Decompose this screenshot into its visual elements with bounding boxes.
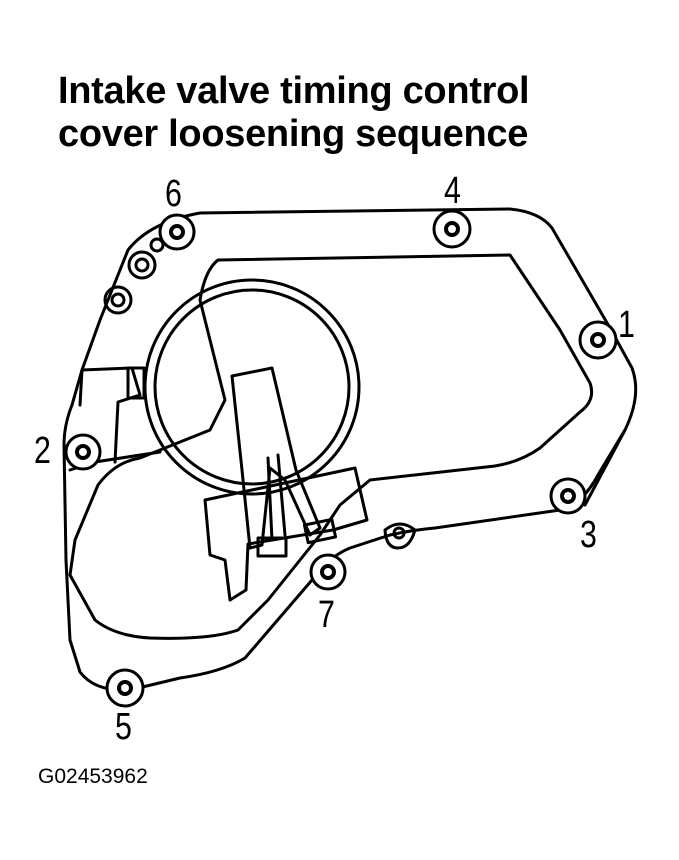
bolt-hole-3 (560, 488, 576, 504)
boss-a-hole (134, 257, 150, 273)
bolt-hole-7 (320, 564, 336, 580)
callout-4: 4 (444, 170, 461, 212)
connector-arm (230, 366, 322, 550)
terminal-slot (266, 453, 287, 542)
callout-5: 5 (115, 706, 132, 748)
bolt-hole-4 (444, 221, 460, 237)
callout-1: 1 (618, 304, 635, 346)
bolt-hole-1 (590, 332, 606, 348)
bolt-hole-2 (75, 444, 91, 460)
bolt-hole-5 (117, 680, 133, 696)
lug-7-hole (392, 526, 406, 540)
terminal-right (302, 517, 338, 545)
bolt-bosses (64, 209, 618, 708)
left-contour (78, 366, 142, 464)
inner-recess (68, 253, 594, 640)
diagram-title: Intake valve timing control cover loosen… (58, 70, 658, 156)
connector-body (203, 466, 369, 602)
bolt-hole-6 (169, 224, 185, 240)
title-line-2: cover loosening sequence (58, 113, 529, 155)
callout-2: 2 (34, 430, 51, 472)
callout-7: 7 (318, 594, 335, 636)
bolt-holes (75, 221, 606, 696)
solenoid-ring-outer (143, 278, 361, 496)
callout-3: 3 (580, 514, 597, 556)
figure-id: G02453962 (38, 765, 148, 788)
title-line-1: Intake valve timing control (58, 70, 530, 112)
lug-7 (383, 522, 417, 550)
right-edge-line (583, 428, 627, 507)
callout-6: 6 (165, 173, 182, 215)
boss-a (127, 250, 157, 280)
boss-b-hole (110, 292, 126, 308)
solenoid-ring-inner (153, 288, 351, 486)
solenoid-tab (126, 366, 146, 400)
boss-c (149, 237, 165, 253)
cover-outline (62, 207, 638, 692)
boss-b (103, 285, 133, 315)
